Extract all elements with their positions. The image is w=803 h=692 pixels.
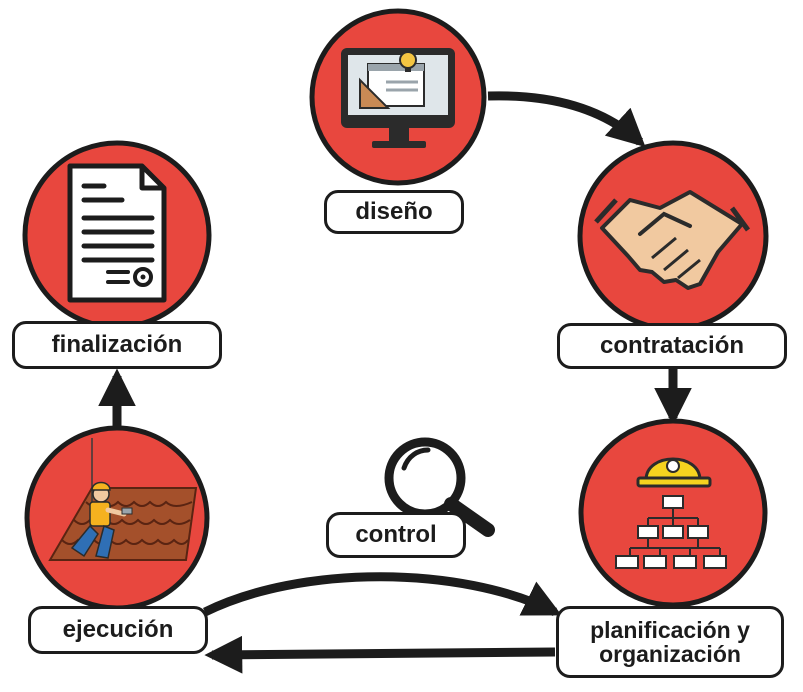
label-ejecucion-text: ejecución: [62, 616, 174, 644]
handshake-icon: [594, 190, 751, 290]
magnifier-icon: [384, 437, 495, 537]
label-contratacion-text: contratación: [599, 332, 745, 360]
label-control-text: control: [355, 521, 437, 549]
helmet-org-chart-icon: [615, 457, 727, 569]
label-finalizacion: finalización: [12, 321, 222, 369]
label-contratacion: contratación: [557, 323, 787, 369]
design-monitor-icon: [341, 48, 455, 148]
arrow-ejecucion-to-planificacion: [203, 572, 562, 617]
label-planificacion-line2: organización: [599, 641, 741, 667]
arrow-diseno-to-contratacion: [487, 91, 646, 148]
label-planificacion: planificación y organización: [556, 606, 784, 678]
document-icon: [67, 163, 167, 303]
label-diseno: diseño: [324, 190, 464, 234]
label-ejecucion: ejecución: [28, 606, 208, 654]
label-diseno-text: diseño: [355, 198, 433, 226]
arrow-planificacion-to-ejecucion: [204, 635, 556, 674]
label-finalizacion-text: finalización: [51, 331, 183, 359]
label-planificacion-line1: planificación y: [590, 616, 750, 643]
roofer-worker-icon: [48, 438, 198, 561]
label-control: control: [326, 512, 466, 558]
